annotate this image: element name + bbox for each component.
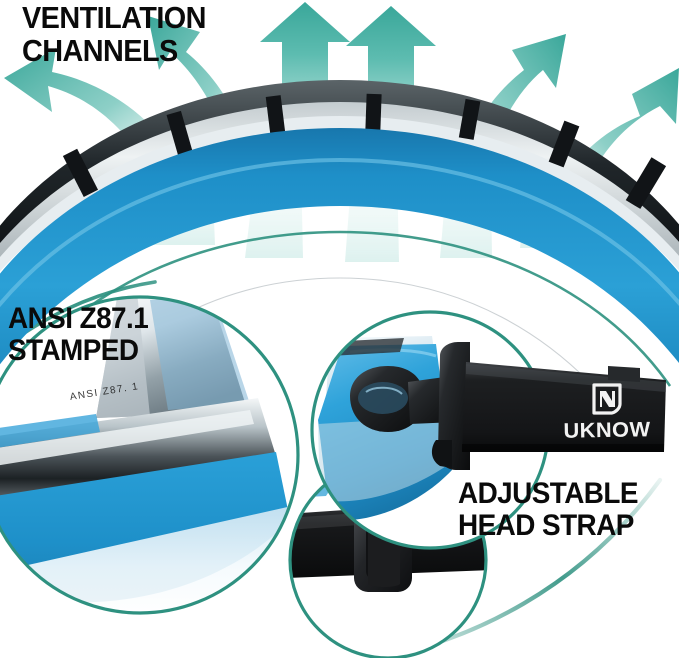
- vent-slot: [166, 110, 193, 156]
- strap-buckle-housing: [438, 342, 470, 470]
- vent-slot: [365, 93, 382, 132]
- vent-slot: [548, 120, 580, 168]
- goggle-band-highlight: [0, 157, 679, 308]
- ventilation-channels-callout: VENTILATION CHANNELS: [22, 0, 206, 68]
- pivot-clip-window-glint: [365, 386, 403, 395]
- adjustable-head-strap-callout: ADJUSTABLE HEAD STRAP: [458, 477, 638, 542]
- vent-slot: [265, 95, 286, 135]
- ansi-circle-outline: [0, 295, 300, 615]
- ansi-blue-strip: [150, 297, 250, 410]
- ansi-circle-content: [0, 297, 298, 613]
- vent-slot-dividers: [62, 93, 667, 209]
- head-strap-bottom-edge: [462, 444, 664, 452]
- buckle-housing-hook: [431, 440, 452, 468]
- ansi-chrome-highlight: [0, 410, 254, 470]
- ansi-blue-sliver: [0, 414, 100, 452]
- vent-slot: [458, 98, 481, 140]
- vent-slot: [62, 148, 99, 198]
- vent-slot: [625, 157, 667, 209]
- ansi-lens-panel-edge: [96, 297, 150, 418]
- frame-chrome-brow: [0, 88, 679, 262]
- strap-adjuster-tab: [608, 366, 640, 382]
- goggle-lens-lower: [318, 416, 452, 502]
- vent-channel-inner-strip: [0, 116, 679, 272]
- ansi-stamped-callout: ANSI Z87.1 STAMPED: [8, 302, 149, 367]
- strap-pivot-clip: [350, 366, 424, 432]
